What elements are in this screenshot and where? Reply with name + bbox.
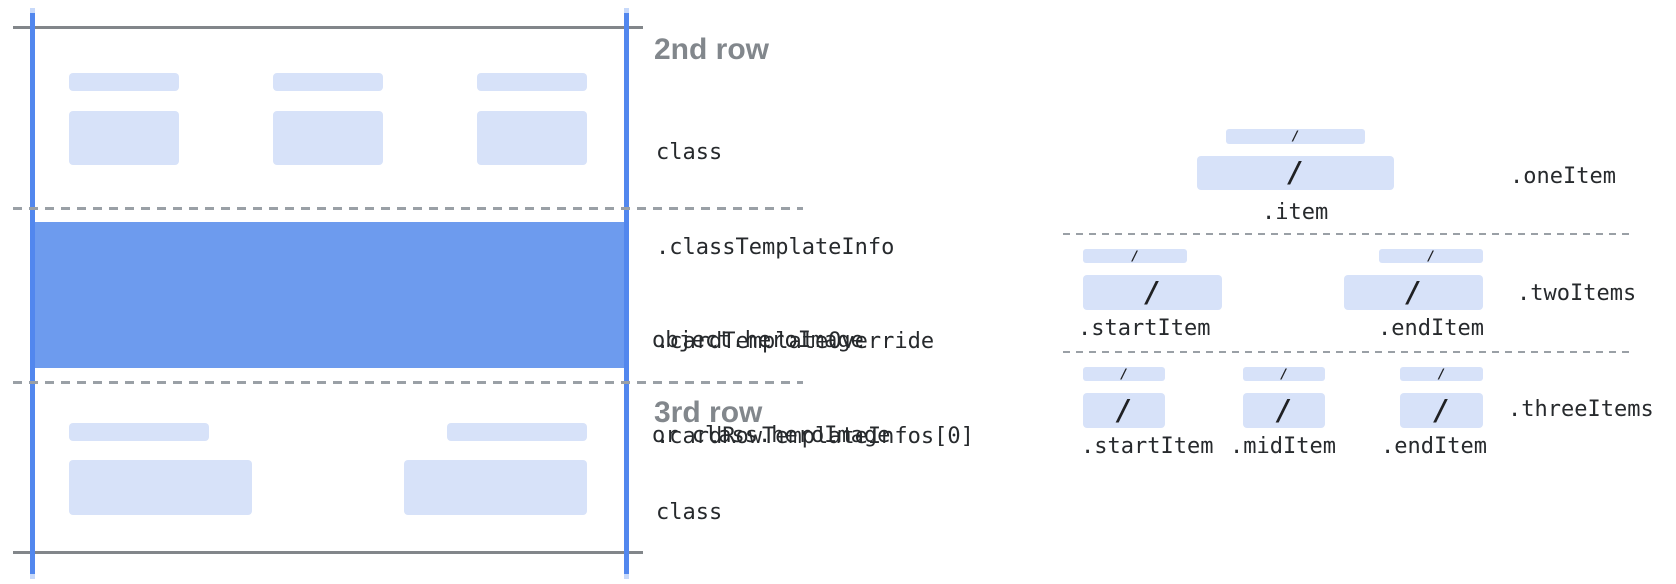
row2-code-annotation: class .classTemplateInfo .cardTemplateOv…	[656, 74, 974, 515]
end-item-label: .endItem	[1378, 316, 1484, 341]
row2-hero-dashed-separator	[13, 207, 803, 210]
one-item-value-placeholder: /	[1197, 156, 1394, 190]
start-item-label-placeholder: /	[1083, 367, 1165, 381]
slash-icon: /	[1280, 366, 1288, 382]
field-value-placeholder	[273, 111, 383, 165]
slash-icon: /	[1120, 366, 1128, 382]
slash-icon: /	[1433, 393, 1450, 427]
item-label: .item	[1262, 200, 1329, 225]
one-item-group-label: .oneItem	[1510, 164, 1616, 189]
code-line: object.heroImage	[652, 328, 864, 353]
field-label-placeholder	[69, 423, 209, 441]
hero-image-band	[35, 222, 624, 368]
end-item-label-placeholder: /	[1379, 249, 1483, 263]
field-value-placeholder	[69, 111, 179, 165]
field-value-placeholder	[69, 460, 252, 515]
row3-heading: 3rd row	[654, 396, 763, 429]
slash-icon: /	[1115, 393, 1133, 427]
slash-icon: /	[1437, 366, 1446, 382]
card-left-guide-line	[30, 8, 35, 579]
two-three-dashed-separator	[1063, 351, 1630, 353]
row2-heading: 2nd row	[654, 33, 770, 66]
field-label-placeholder	[447, 423, 587, 441]
code-line: or class.heroImage	[652, 422, 891, 448]
field-label-placeholder	[273, 73, 383, 91]
code-line: .cardTemplateOverride	[656, 329, 935, 354]
end-item-value-placeholder: /	[1344, 275, 1483, 310]
mid-item-label: .midItem	[1230, 434, 1336, 459]
start-item-label: .startItem	[1078, 316, 1211, 341]
card-bottom-border-line	[13, 551, 643, 554]
code-line: class	[656, 500, 723, 525]
slash-icon: /	[1291, 129, 1300, 144]
one-two-dashed-separator	[1063, 233, 1630, 235]
hero-row3-dashed-separator	[13, 381, 803, 384]
card-right-guide-line	[624, 8, 629, 579]
start-item-value-placeholder: /	[1083, 275, 1222, 310]
start-item-label-placeholder: /	[1083, 249, 1187, 263]
card-top-border-line	[13, 26, 643, 29]
end-item-label-placeholder: /	[1400, 367, 1483, 381]
end-item-label: .endItem	[1381, 434, 1487, 459]
slash-icon: /	[1427, 248, 1435, 264]
field-label-placeholder	[69, 73, 179, 91]
slash-icon: /	[1144, 275, 1161, 309]
code-line: .classTemplateInfo	[656, 234, 895, 260]
hero-code-annotation: object.heroImage or class.heroImage	[652, 262, 890, 514]
end-item-value-placeholder: /	[1400, 393, 1483, 428]
slash-icon: /	[1405, 275, 1422, 309]
one-item-label-placeholder: /	[1226, 129, 1365, 144]
row3-code-annotation: class .classTemplateInfo .cardTemplateOv…	[656, 434, 974, 584]
mid-item-label-placeholder: /	[1243, 367, 1325, 381]
three-items-group-label: .threeItems	[1508, 397, 1654, 422]
code-line: .cardRowTemplateInfos[0]	[656, 423, 974, 449]
code-line: class	[656, 140, 723, 165]
field-value-placeholder	[404, 460, 587, 515]
slash-icon: /	[1275, 393, 1293, 427]
two-items-group-label: .twoItems	[1517, 281, 1637, 306]
slash-icon: /	[1287, 156, 1304, 189]
mid-item-value-placeholder: /	[1243, 393, 1325, 428]
field-value-placeholder	[477, 111, 587, 165]
start-item-label: .startItem	[1081, 434, 1214, 459]
slash-icon: /	[1131, 248, 1139, 264]
field-label-placeholder	[477, 73, 587, 91]
start-item-value-placeholder: /	[1083, 393, 1165, 428]
